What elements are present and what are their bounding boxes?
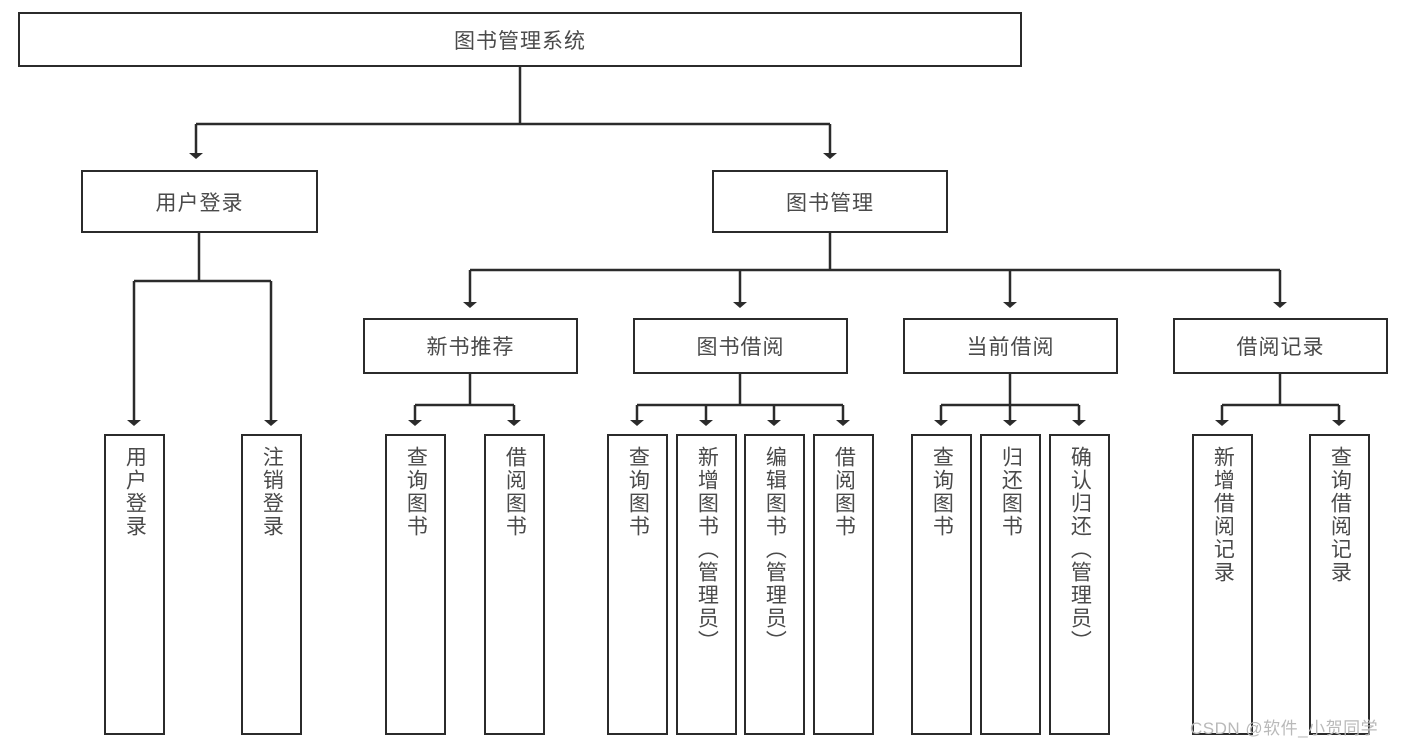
node-book-borrow[interactable]: 图书借阅 [633, 318, 848, 374]
leaf-borrow-add[interactable]: 新增图书（管理员） [676, 434, 737, 735]
leaf-user-login-label: 用户登录 [123, 446, 147, 538]
csdn-watermark: CSDN @软件_小贺同学 [1190, 719, 1379, 738]
node-root-label: 图书管理系统 [454, 29, 586, 53]
leaf-cur-confirm[interactable]: 确认归还（管理员） [1049, 434, 1110, 735]
node-new-book-recommend[interactable]: 新书推荐 [363, 318, 578, 374]
leaf-rec-borrow-label: 借阅图书 [503, 446, 527, 538]
leaf-borrow-lend-label: 借阅图书 [832, 446, 856, 538]
node-current-borrow[interactable]: 当前借阅 [903, 318, 1118, 374]
leaf-rec-query-record-label: 查询借阅记录 [1328, 446, 1352, 584]
leaf-borrow-add-label: 新增图书（管理员） [695, 446, 719, 653]
leaf-rec-query-label: 查询图书 [404, 446, 428, 538]
node-user-login-label: 用户登录 [155, 191, 244, 215]
leaf-cur-return-label: 归还图书 [999, 446, 1023, 538]
node-book-manage[interactable]: 图书管理 [712, 170, 948, 233]
node-root[interactable]: 图书管理系统 [18, 12, 1022, 67]
node-borrow-record-label: 借阅记录 [1236, 336, 1325, 359]
leaf-borrow-lend[interactable]: 借阅图书 [813, 434, 874, 735]
leaf-user-logout-label: 注销登录 [260, 446, 284, 538]
leaf-borrow-edit-label: 编辑图书（管理员） [763, 446, 787, 653]
leaf-cur-query[interactable]: 查询图书 [911, 434, 972, 735]
node-borrow-record[interactable]: 借阅记录 [1173, 318, 1388, 374]
node-current-borrow-label: 当前借阅 [966, 336, 1055, 359]
leaf-rec-query[interactable]: 查询图书 [385, 434, 446, 735]
node-user-login[interactable]: 用户登录 [81, 170, 318, 233]
leaf-user-logout[interactable]: 注销登录 [241, 434, 302, 735]
leaf-cur-return[interactable]: 归还图书 [980, 434, 1041, 735]
node-book-borrow-label: 图书借阅 [696, 336, 785, 359]
leaf-rec-query-record[interactable]: 查询借阅记录 [1309, 434, 1370, 735]
leaf-rec-borrow[interactable]: 借阅图书 [484, 434, 545, 735]
leaf-user-login[interactable]: 用户登录 [104, 434, 165, 735]
node-new-book-recommend-label: 新书推荐 [426, 336, 515, 359]
leaf-cur-confirm-label: 确认归还（管理员） [1068, 446, 1092, 653]
node-book-manage-label: 图书管理 [786, 191, 874, 215]
leaf-borrow-query-label: 查询图书 [626, 446, 650, 538]
leaf-rec-add[interactable]: 新增借阅记录 [1192, 434, 1253, 735]
leaf-rec-add-label: 新增借阅记录 [1211, 446, 1235, 584]
leaf-borrow-query[interactable]: 查询图书 [607, 434, 668, 735]
leaf-borrow-edit[interactable]: 编辑图书（管理员） [744, 434, 805, 735]
leaf-cur-query-label: 查询图书 [930, 446, 954, 538]
